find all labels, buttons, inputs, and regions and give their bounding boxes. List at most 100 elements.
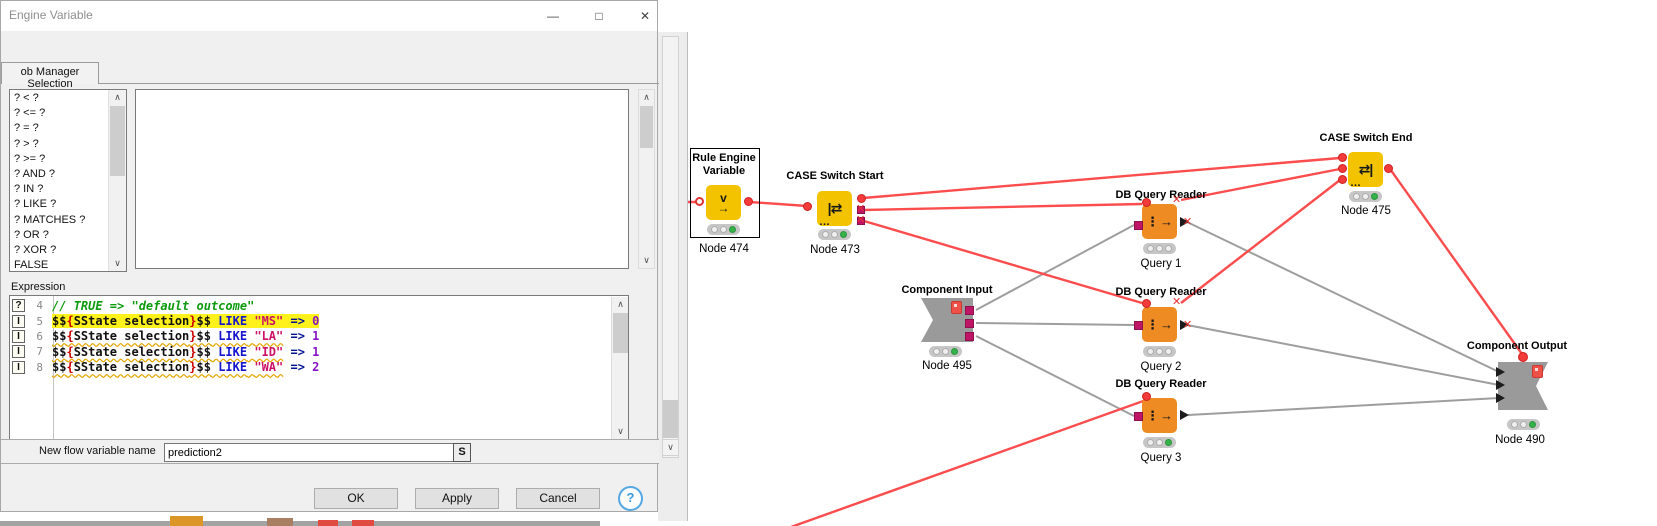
component-in-port[interactable]: [1496, 367, 1505, 377]
db-connection-in-port[interactable]: [1134, 321, 1143, 330]
operator-list-item[interactable]: ? LIKE ?: [14, 198, 57, 211]
status-light: [1147, 245, 1154, 252]
expression-line[interactable]: ?4// TRUE => "default outcome": [10, 298, 610, 313]
help-icon[interactable]: ?: [618, 486, 643, 511]
new-flow-variable-input[interactable]: [164, 443, 455, 462]
scroll-down-button[interactable]: ∨: [639, 253, 654, 268]
app-panel-sliver: ∨: [658, 32, 688, 521]
tab-job-manager-selection[interactable]: ob Manager Selection: [1, 62, 99, 90]
minimize-button[interactable]: —: [547, 9, 559, 23]
connection-case-start-to-case-end[interactable]: [862, 156, 1341, 200]
flow-variable-in-port[interactable]: [1338, 164, 1347, 173]
expression-code[interactable]: $${SState selection}$$ LIKE "LA" => 1: [52, 329, 319, 343]
tab-divider: [1, 83, 659, 84]
scroll-down-button[interactable]: ∨: [109, 256, 126, 271]
node-traffic-light: [818, 229, 851, 240]
panel-scrollbar[interactable]: ∧ ∨: [638, 89, 655, 269]
scroll-down-button[interactable]: ∨: [662, 439, 679, 456]
panel-scrollbar[interactable]: [662, 36, 679, 458]
flow-variable-in-port[interactable]: [1338, 175, 1347, 184]
flow-variable-out-port[interactable]: [744, 197, 753, 206]
node-db-query-reader-2[interactable]: ⋮ →: [1142, 307, 1177, 342]
operator-list-item[interactable]: ? <= ?: [14, 107, 46, 120]
scroll-up-button[interactable]: ∧: [109, 90, 126, 105]
db-connection-in-port[interactable]: [1134, 412, 1143, 421]
expression-code[interactable]: // TRUE => "default outcome": [52, 299, 254, 313]
flow-variable-in-port[interactable]: [695, 197, 704, 206]
scroll-up-button[interactable]: ∧: [639, 90, 654, 105]
cancel-button[interactable]: Cancel: [516, 488, 600, 509]
flow-variable-in-port[interactable]: [1518, 352, 1528, 362]
connection-input-to-query1[interactable]: [975, 224, 1135, 311]
data-out-port[interactable]: [1180, 410, 1189, 420]
connection-case-start-to-query2[interactable]: [863, 219, 1143, 305]
operator-list-item[interactable]: FALSE: [14, 259, 49, 272]
node-db-query-reader-3[interactable]: ⋮ →: [1142, 398, 1177, 433]
component-in-port[interactable]: [1496, 380, 1505, 390]
node-rule-engine-variable[interactable]: v→: [706, 185, 741, 220]
data-out-port[interactable]: [1180, 217, 1189, 227]
flow-variable-out-port[interactable]: [1384, 164, 1393, 173]
scroll-up-button[interactable]: ∧: [612, 297, 628, 312]
connection-query2-to-output[interactable]: [1186, 324, 1500, 386]
expression-code[interactable]: $${SState selection}$$ LIKE "MS" => 0: [52, 314, 320, 329]
db-connection-in-port[interactable]: [1134, 221, 1143, 230]
operator-list-item[interactable]: ? > ?: [14, 137, 39, 150]
connection-query1-to-case-end[interactable]: [1180, 167, 1341, 202]
string-type-button[interactable]: S: [453, 443, 471, 462]
connection-input-to-query3[interactable]: [975, 335, 1135, 417]
flow-variable-out-port[interactable]: [857, 194, 866, 203]
operator-list-item[interactable]: ? XOR ?: [14, 243, 57, 256]
component-in-port[interactable]: [1496, 393, 1505, 403]
connection-query2-to-case-end[interactable]: [1180, 179, 1341, 304]
component-out-port[interactable]: [965, 306, 974, 315]
connection-query3-to-output[interactable]: [1187, 397, 1500, 416]
data-out-port[interactable]: [1180, 320, 1189, 330]
connection-case-end-to-output[interactable]: [1389, 168, 1523, 355]
connection-case-start-to-query1[interactable]: [863, 202, 1143, 212]
flow-variable-in-port[interactable]: [803, 202, 812, 211]
occluded-node-sliver: [170, 516, 203, 526]
switch-out-port[interactable]: [857, 217, 865, 225]
flow-variable-in-port[interactable]: [1142, 392, 1151, 401]
node-case-switch-start[interactable]: |⇄ …: [817, 191, 852, 228]
connection-bottom-to-query3[interactable]: [790, 398, 1147, 526]
apply-button[interactable]: Apply: [415, 488, 499, 509]
maximize-button[interactable]: □: [595, 9, 603, 23]
expression-code[interactable]: $${SState selection}$$ LIKE "ID" => 1: [52, 345, 319, 359]
operator-list-item[interactable]: ? < ?: [14, 92, 39, 104]
operator-list-item[interactable]: ? MATCHES ?: [14, 213, 86, 226]
node-db-query-reader-1[interactable]: ⋮ →: [1142, 204, 1177, 239]
close-button[interactable]: ✕: [639, 9, 651, 23]
flow-variable-in-port[interactable]: [1142, 198, 1151, 207]
connection-input-to-query2[interactable]: [975, 322, 1135, 326]
scrollbar-thumb[interactable]: [110, 106, 125, 176]
component-out-port[interactable]: [965, 332, 974, 341]
node-case-switch-end[interactable]: ⇄| …: [1348, 152, 1383, 189]
component-out-port[interactable]: [965, 319, 974, 328]
operator-list-item[interactable]: ? AND ?: [14, 167, 55, 180]
operator-list-item[interactable]: ? = ?: [14, 122, 39, 135]
switch-out-port[interactable]: [857, 206, 865, 214]
flow-variable-in-port[interactable]: [1338, 153, 1347, 162]
code-token: $$: [196, 360, 211, 375]
operator-list-item[interactable]: ? IN ?: [14, 183, 44, 196]
scroll-down-button[interactable]: ∨: [612, 424, 628, 439]
connection-query1-to-output[interactable]: [1186, 221, 1500, 373]
editor-scrollbar[interactable]: ∧ ∨: [611, 297, 628, 439]
scrollbar-thumb[interactable]: [663, 400, 678, 438]
scrollbar-thumb[interactable]: [640, 106, 653, 148]
operator-list-scrollbar[interactable]: ∧ ∨: [108, 90, 126, 271]
scrollbar-thumb[interactable]: [613, 313, 628, 353]
dialog-title-bar[interactable]: Engine Variable — □ ✕: [1, 1, 657, 31]
expression-code[interactable]: $${SState selection}$$ LIKE "WA" => 2: [52, 360, 319, 374]
operator-list-item[interactable]: ? >= ?: [14, 152, 46, 165]
operator-list-item[interactable]: ? OR ?: [14, 228, 49, 241]
ok-button[interactable]: OK: [314, 488, 398, 509]
flow-variable-in-port[interactable]: [1142, 299, 1151, 308]
